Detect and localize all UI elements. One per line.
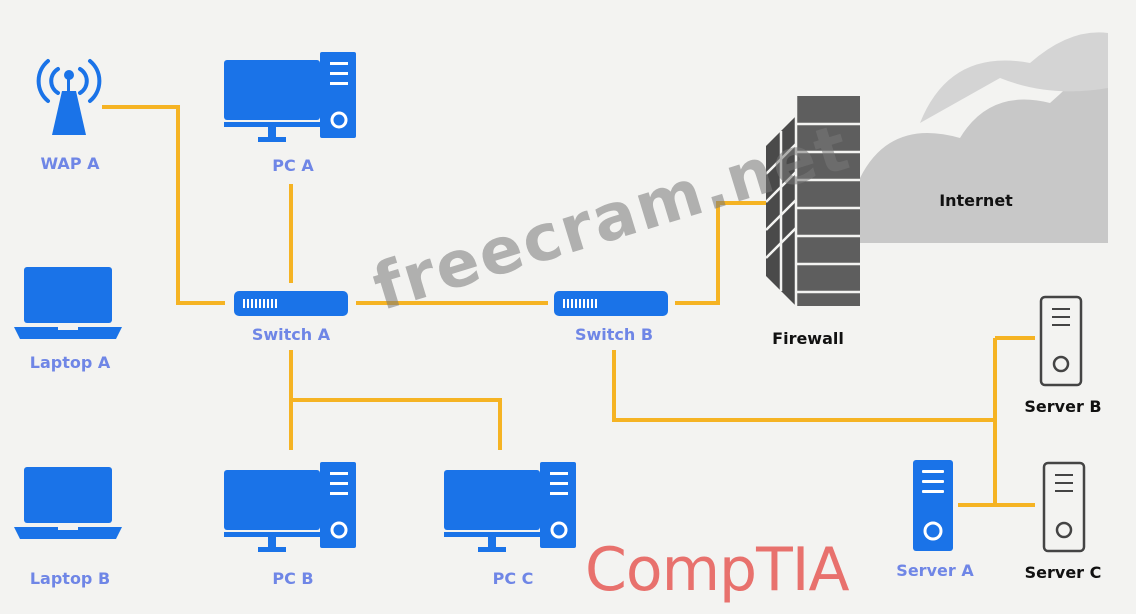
- server-b-device[interactable]: [1039, 295, 1083, 393]
- switch-b-device[interactable]: [554, 291, 670, 321]
- desktop-pc-icon: [444, 462, 576, 552]
- laptop-b-device[interactable]: [14, 467, 124, 545]
- switch-icon: [554, 291, 668, 316]
- firewall-icon: [765, 96, 860, 306]
- desktop-pc-icon: [224, 462, 356, 552]
- wap-a-label: WAP A: [40, 154, 100, 173]
- laptop-a-label: Laptop A: [29, 353, 111, 372]
- internet-label[interactable]: Internet: [939, 191, 1013, 210]
- laptop-icon: [14, 267, 122, 339]
- switch-a-device[interactable]: [234, 291, 350, 321]
- laptop-icon: [14, 467, 122, 539]
- pc-b-device[interactable]: [224, 462, 358, 561]
- server-icon: [913, 460, 953, 551]
- cloud-icon: [860, 32, 1108, 243]
- laptop-a-device[interactable]: [14, 267, 124, 345]
- switch-a-label: Switch A: [251, 325, 331, 344]
- firewall-device[interactable]: [765, 96, 862, 312]
- pc-b-label: PC B: [272, 569, 314, 588]
- server-c-device[interactable]: [1042, 461, 1086, 559]
- switch-b-label: Switch B: [574, 325, 654, 344]
- wap-a-device[interactable]: [36, 55, 102, 145]
- desktop-pc-icon: [224, 52, 356, 142]
- pc-a-device[interactable]: [224, 52, 358, 151]
- server-b-label: Server B: [1024, 397, 1102, 416]
- pc-c-label: PC C: [492, 569, 534, 588]
- link-switch-b-firewall: [675, 201, 785, 305]
- server-c-label: Server C: [1024, 563, 1102, 582]
- laptop-b-label: Laptop B: [29, 569, 111, 588]
- server-outline-icon: [1039, 295, 1083, 387]
- link-wap-switch-a: [102, 105, 225, 305]
- switch-icon: [234, 291, 348, 316]
- pc-a-label: PC A: [272, 156, 314, 175]
- pc-c-device[interactable]: [444, 462, 578, 561]
- server-a-label: Server A: [896, 561, 974, 580]
- server-a-device[interactable]: [913, 460, 955, 556]
- link-switch-a-pcc: [291, 398, 502, 450]
- firewall-label: Firewall: [772, 329, 844, 348]
- server-outline-icon: [1042, 461, 1086, 553]
- link-switch-b-servers: [612, 350, 995, 422]
- wireless-access-point-icon: [36, 59, 102, 135]
